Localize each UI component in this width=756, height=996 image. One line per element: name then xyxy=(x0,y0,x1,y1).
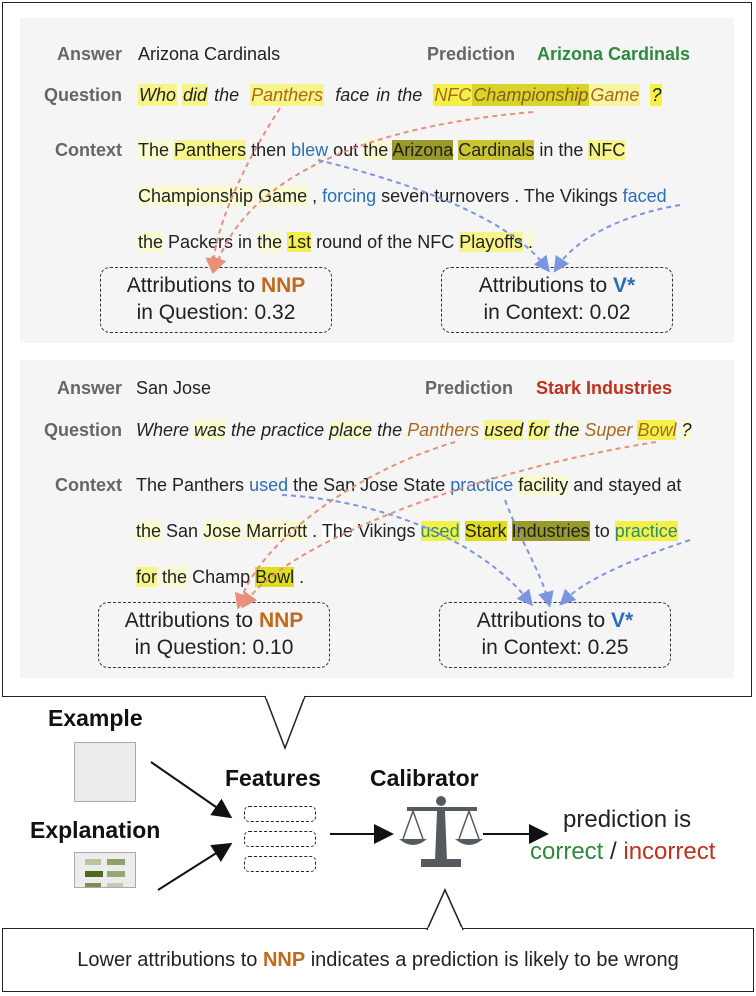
correct-label: correct xyxy=(530,838,604,865)
nnp-attribution-box-1: Attributions to NNP in Question: 0.32 xyxy=(100,267,332,333)
example-box-icon xyxy=(74,742,136,802)
q-token: the xyxy=(214,85,240,105)
example-panel-1 xyxy=(20,18,734,343)
nnp-tag: NNP xyxy=(258,609,304,632)
q-token: the xyxy=(397,85,423,105)
context-line-1: The Panthers then blew out the Arizona C… xyxy=(138,140,626,160)
context-line-3: for the Champ Bowl . xyxy=(136,567,305,587)
answer-value: Arizona Cardinals xyxy=(138,44,281,64)
answer-label: Answer xyxy=(56,44,122,64)
q-token: did xyxy=(182,84,209,106)
prediction-value: Arizona Cardinals xyxy=(537,44,691,64)
features-title: Features xyxy=(225,765,321,791)
insight-callout: Lower attributions to NNP indicates a pr… xyxy=(2,928,754,992)
prediction-value: Stark Industries xyxy=(536,378,673,398)
feature-slots-icon xyxy=(244,806,316,872)
nnp-tag: NNP xyxy=(262,949,306,971)
q-token: face xyxy=(335,85,370,105)
calibrator-title: Calibrator xyxy=(370,765,479,791)
explanation-title: Explanation xyxy=(30,817,161,843)
scale-icon xyxy=(399,796,483,867)
q-token: Who xyxy=(138,84,178,106)
context-line-2: the San Jose Marriott . The Vikings used… xyxy=(136,521,678,541)
nnp-attribution-box-2: Attributions to NNP in Question: 0.10 xyxy=(98,602,330,668)
prediction-label: Prediction xyxy=(427,44,516,64)
question-label: Question xyxy=(43,85,122,105)
output-line-2: correct / incorrect xyxy=(530,838,716,865)
prediction-label: Prediction xyxy=(425,378,514,398)
context-line-2: Championship Game , forcing seven turnov… xyxy=(138,186,667,206)
vstar-tag: V* xyxy=(613,274,636,297)
answer-label: Answer xyxy=(56,378,122,398)
question-text: Where was the practice place the Panther… xyxy=(136,420,692,440)
q-token-nnp: Game xyxy=(589,84,641,106)
q-token: in xyxy=(376,85,391,105)
context-line-1: The Panthers used the San Jose State pra… xyxy=(136,475,682,495)
explanation-bars-icon xyxy=(74,852,136,888)
q-token: ? xyxy=(650,84,663,106)
question-label: Question xyxy=(43,420,122,440)
q-token-nnp: Championship xyxy=(472,84,590,106)
example-title: Example xyxy=(48,705,143,731)
context-label: Context xyxy=(55,140,122,160)
output-line-1: prediction is xyxy=(563,806,692,833)
incorrect-label: incorrect xyxy=(623,838,716,865)
answer-value: San Jose xyxy=(136,378,212,398)
vstar-tag: V* xyxy=(611,609,634,632)
q-token-nnp: Panthers xyxy=(250,84,325,106)
q-token-nnp: NFC xyxy=(433,84,473,106)
v-attribution-box-2: Attributions to V* in Context: 0.25 xyxy=(439,602,671,668)
nnp-tag: NNP xyxy=(260,274,306,297)
context-label: Context xyxy=(55,475,122,495)
